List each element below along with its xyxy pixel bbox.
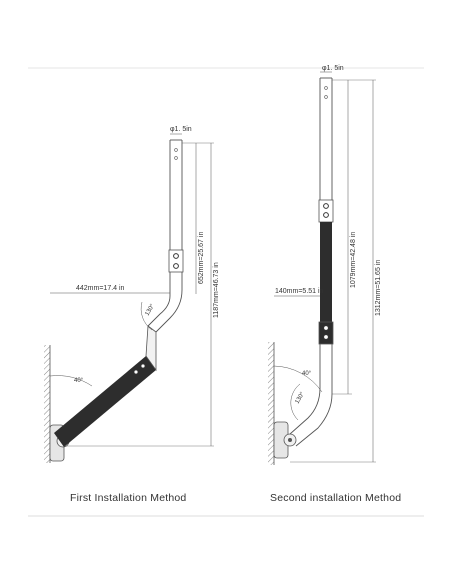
first-angle-top-arc (140, 301, 153, 331)
first-angle-wall-label: 40° (74, 378, 84, 384)
second-elbow-inner (289, 387, 321, 435)
second-lower-bolt-2 (323, 334, 329, 340)
second-angle-bottom-label: 130° (295, 391, 307, 405)
first-angle-top-label: 130° (145, 303, 157, 317)
first-dark-arm (54, 356, 156, 447)
first-segment-label: 652mm=25.67 in (198, 232, 205, 284)
first-elbow-inner (147, 295, 171, 327)
second-installation-drawing (268, 71, 376, 465)
second-method-caption: Second installation Method (270, 492, 402, 504)
second-angle-wall-arc (273, 365, 323, 393)
first-arm-bolt-2 (140, 363, 146, 369)
second-top-hole (324, 86, 328, 90)
first-total-label: 1187mm=46.73 in (213, 262, 220, 318)
second-elbow-outer (295, 393, 333, 447)
first-top-hole-2 (174, 156, 178, 160)
second-total-label: 1312mm=51.65 in (375, 260, 382, 316)
first-installation-drawing (44, 133, 214, 463)
first-arm-connector (145, 325, 157, 372)
first-top-hole (174, 148, 178, 152)
first-joint-bolt-1 (173, 253, 179, 259)
second-wall-hatch (268, 342, 274, 465)
first-angle-wall-arc (49, 375, 93, 387)
first-wall-hatch (44, 345, 50, 463)
second-wall-bracket (273, 421, 297, 459)
second-lower-plate (318, 321, 334, 345)
second-lower-bolt-1 (323, 325, 329, 331)
second-angle-wall-label: 40° (302, 371, 312, 377)
first-offset-label: 442mm=17.4 in (76, 285, 125, 292)
second-offset-label: 140mm=5.51 in (275, 288, 324, 295)
second-top-hole-2 (324, 95, 328, 99)
first-elbow-outer (155, 289, 183, 333)
first-joint-bolt-2 (173, 263, 179, 269)
first-joint-plate (168, 249, 184, 273)
first-method-caption: First Installation Method (70, 492, 187, 504)
second-tube-diameter: φ1. 5in (322, 65, 344, 72)
second-dark-segment (320, 222, 332, 322)
second-angle-bottom-arc (290, 383, 301, 421)
second-upper-bolt-1 (323, 203, 329, 209)
first-arm-bolt-1 (133, 369, 139, 375)
first-tube-diameter: φ1. 5in (170, 126, 192, 133)
second-segment-label: 1079mm=42.48 in (350, 232, 357, 288)
second-upper-bolt-2 (323, 212, 329, 218)
